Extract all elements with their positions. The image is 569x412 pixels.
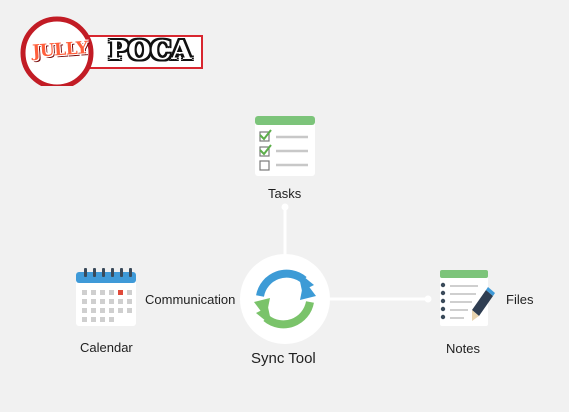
node-label-tasks: Tasks [268, 186, 302, 201]
connector-dot-tasks [281, 203, 289, 211]
node-label-calendar: Calendar [80, 340, 133, 355]
notepad-icon[interactable] [440, 270, 495, 326]
edge-label-files: Files [506, 292, 534, 307]
connector-dot-notes [424, 295, 432, 303]
logo-graphic [20, 16, 203, 86]
logo-right-text: POCA [108, 36, 192, 66]
brand-logo: JULLY POCA [18, 16, 208, 86]
calendar-icon[interactable] [76, 268, 136, 326]
edge-label-communication: Communication [145, 292, 236, 307]
checklist-icon[interactable] [255, 116, 315, 176]
node-label-notes: Notes [446, 341, 480, 356]
center-label-sync-tool: Sync Tool [251, 350, 316, 367]
sync-icon[interactable] [240, 254, 330, 344]
pen-icon [472, 287, 495, 321]
